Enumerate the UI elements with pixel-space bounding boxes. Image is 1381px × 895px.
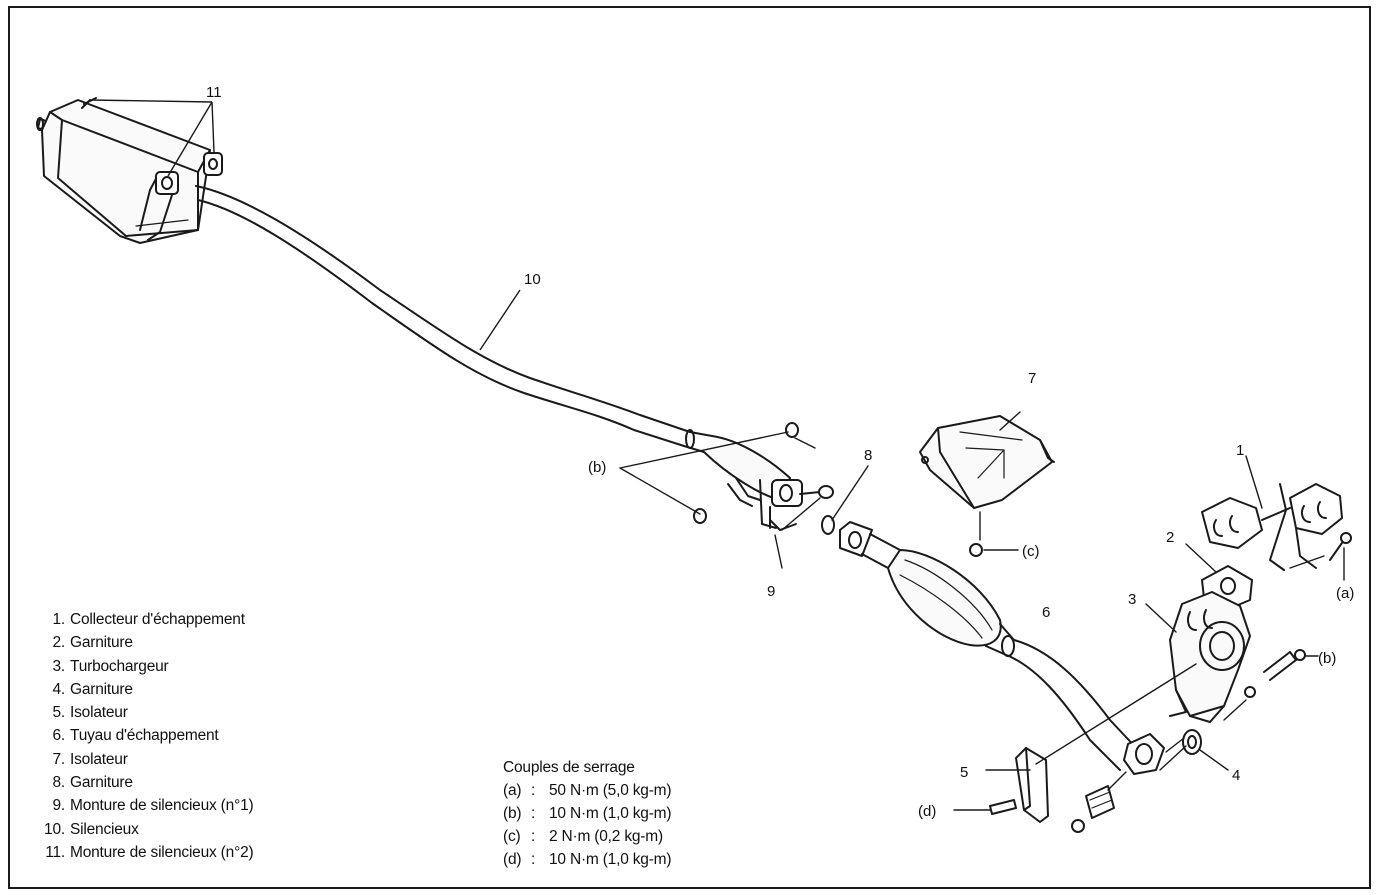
torque-title: Couples de serrage — [503, 759, 635, 776]
gasket-8 — [821, 465, 869, 535]
legend-item: 7.Isolateur — [52, 750, 128, 768]
callout-b-right: (b) — [1318, 650, 1336, 667]
muffler-mount-no1 — [693, 422, 834, 531]
callout-4: 4 — [1232, 767, 1240, 784]
torque-item: (b):10 N·m (1,0 kg-m) — [503, 805, 672, 822]
legend-item: 2.Garniture — [52, 634, 133, 652]
isolator-bracket-5 — [953, 663, 1197, 823]
torque-item: (a):50 N·m (5,0 kg-m) — [503, 782, 672, 799]
callout-3: 3 — [1128, 591, 1136, 608]
legend-item: 9.Monture de silencieux (n°1) — [52, 797, 254, 815]
callout-10: 10 — [524, 271, 541, 288]
turbocharger — [1145, 591, 1319, 723]
legend-item: 10.Silencieux — [44, 820, 139, 838]
callout-c: (c) — [1022, 543, 1040, 560]
muffler-mount-no2 — [81, 99, 223, 241]
legend-item: 11.Monture de silencieux (n°2) — [45, 843, 254, 861]
callout-9: 9 — [767, 583, 775, 600]
insulator-7 — [919, 411, 1055, 557]
silencer-pipe — [195, 185, 803, 507]
joint-gasket-4 — [1071, 729, 1229, 833]
exhaust-pipe — [839, 521, 1141, 771]
legend-item: 8.Garniture — [52, 774, 133, 792]
torque-item: (c):2 N·m (0,2 kg-m) — [503, 828, 663, 845]
callout-6: 6 — [1042, 604, 1050, 621]
callout-1: 1 — [1236, 442, 1244, 459]
torque-specs: Couples de serrage (a):50 N·m (5,0 kg-m)… — [503, 756, 672, 871]
torque-item: (d):10 N·m (1,0 kg-m) — [503, 851, 672, 868]
parts-legend: 1.Collecteur d'échappement 2.Garniture 3… — [30, 608, 254, 864]
callout-11: 11 — [206, 84, 222, 101]
callout-7: 7 — [1028, 370, 1036, 387]
legend-item: 6.Tuyau d'échappement — [52, 727, 219, 745]
rear-muffler — [36, 97, 211, 244]
callout-b-left: (b) — [588, 459, 606, 476]
exhaust-manifold — [1201, 455, 1352, 581]
callout-5: 5 — [960, 764, 968, 781]
legend-item: 1.Collecteur d'échappement — [52, 611, 245, 628]
callout-2: 2 — [1166, 529, 1174, 546]
legend-item: 5.Isolateur — [52, 704, 128, 722]
callout-8: 8 — [864, 447, 872, 464]
legend-item: 4.Garniture — [52, 680, 133, 698]
diagram-frame — [8, 6, 1371, 889]
legend-item: 3.Turbochargeur — [52, 657, 169, 675]
callout-d: (d) — [918, 803, 936, 820]
callout-leaders-b-left — [619, 431, 821, 569]
callout-a: (a) — [1336, 585, 1354, 602]
